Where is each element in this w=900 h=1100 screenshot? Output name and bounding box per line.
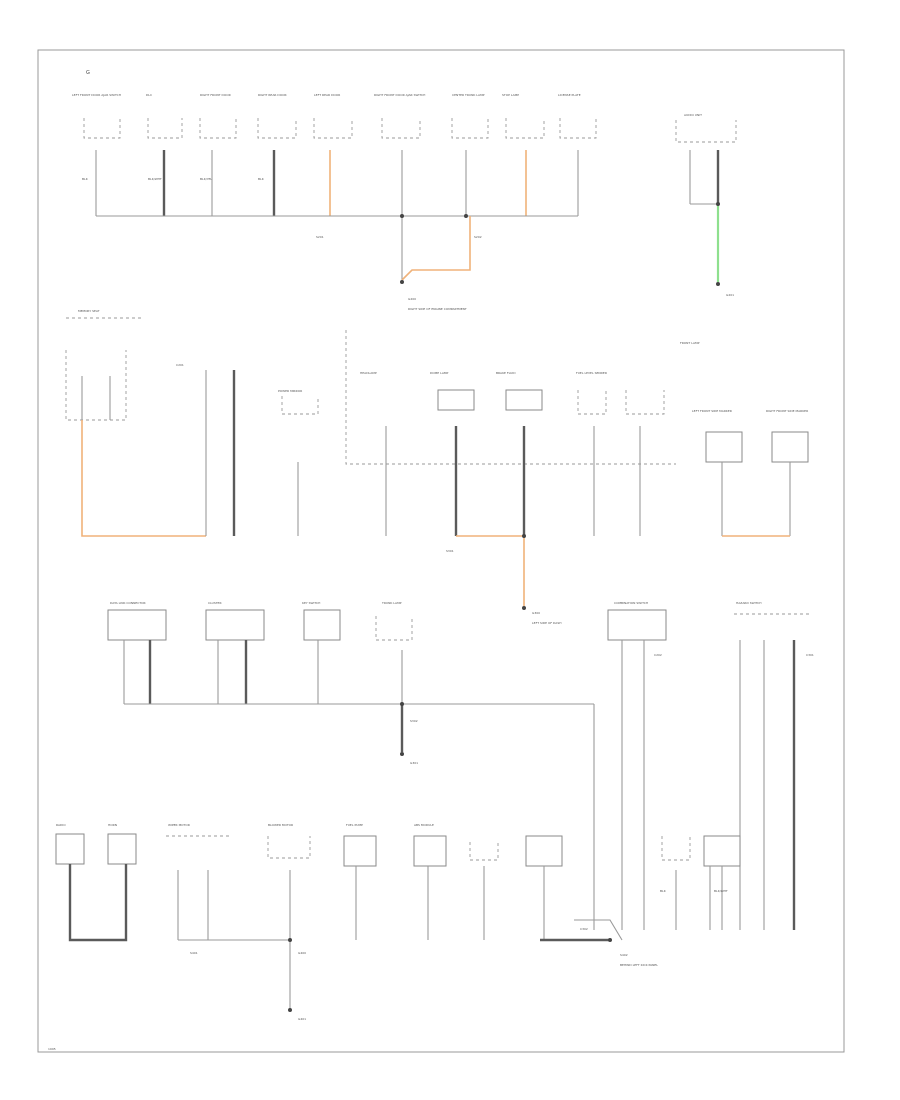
splice-label: S401 (190, 951, 198, 955)
component-label: STOP LAMP (502, 93, 519, 97)
component-label: CLUSTER (208, 601, 222, 605)
ground-label: G300 (532, 611, 540, 615)
component-label: TRUNK LAMP (381, 601, 402, 605)
note-label: BEHIND LEFT KICK PANEL (620, 963, 658, 967)
component-label: MEMORY SEAT (78, 309, 100, 313)
component-label: KEY SWITCH (302, 601, 320, 605)
component-label: ABS MODULE (414, 823, 434, 827)
row3-right-block: COMBINATION SWITCH HAZARD SWITCH C202 C3… (593, 601, 814, 930)
ground-label: G200 (408, 297, 416, 301)
row3-block: DATA LINK CONNECTOR CLUSTER KEY SWITCH T… (107, 601, 594, 765)
component-label: LEFT FRONT SIDE MARKER (692, 409, 732, 413)
page-marker: G (86, 70, 90, 76)
component-label: RIGHT FRONT DOOR (200, 93, 231, 97)
splice-label: S302 (410, 719, 418, 723)
wire-label: BLK (258, 177, 265, 181)
connector-label: C202 (654, 653, 662, 657)
wire-label: BLK/WHT (148, 177, 162, 181)
audio-unit-block: AUDIO UNIT G201 (675, 113, 737, 297)
component-label: BRAKE FLUID (496, 371, 516, 375)
component-label: AUDIO UNIT (684, 113, 702, 117)
row1-wires (95, 150, 579, 284)
splice-label: S201 (316, 235, 324, 239)
splice-label: S202 (474, 235, 482, 239)
splice-label: S301 (446, 549, 454, 553)
component-label: HAZARD SWITCH (736, 601, 762, 605)
row1-labels: BLK BLK/WHT BLK/YEL BLK S201 S202 G200 R… (82, 177, 482, 311)
component-label: RIGHT FRONT DOOR AJAR SWITCH (374, 93, 425, 97)
row2-right-block: LEFT FRONT SIDE MARKER RIGHT FRONT SIDE … (680, 341, 809, 537)
row1-components: LEFT FRONT DOOR AJAR SWITCH DLC RIGHT FR… (72, 93, 581, 97)
component-label: HEADLAMP (360, 371, 377, 375)
note-label: LEFT SIDE OF DASH (532, 621, 561, 625)
component-label: DOME LAMP (430, 371, 448, 375)
component-label: DATA LINK CONNECTOR (110, 601, 146, 605)
row2-center-block: HEADLAMP DOME LAMP BRAKE FLUID FUEL LEVE… (345, 330, 676, 625)
component-label: WIPER MOTOR (168, 823, 190, 827)
component-label: BLOWER MOTOR (268, 823, 293, 827)
connector-label: C302 (580, 927, 588, 931)
component-label: HORN (108, 823, 117, 827)
component-label: FUEL LEVEL SENDER (576, 371, 607, 375)
wire-label: BLK/YEL (200, 177, 212, 181)
component-label: RIGHT FRONT SIDE MARKER (766, 409, 808, 413)
splice-label: S402 (620, 953, 628, 957)
row4-block: RADIO HORN WIPER MOTOR BLOWER MOTOR FUEL… (55, 823, 741, 1021)
component-label: LEFT FRONT DOOR AJAR SWITCH (72, 93, 121, 97)
corner-label: 1995 (48, 1047, 56, 1051)
component-label: RADIO (56, 823, 66, 827)
diagram-frame (37, 49, 845, 1053)
note-label: RIGHT SIDE OF ENGINE COMPARTMENT (408, 307, 467, 311)
component-label: COMBINATION SWITCH (614, 601, 648, 605)
connector-label: C301 (806, 653, 814, 657)
component-label: LEFT REAR DOOR (314, 93, 340, 97)
component-label: POWER MIRROR (278, 389, 302, 393)
ground-label: G301 (410, 761, 418, 765)
wire-label: BLK/WHT (714, 889, 728, 893)
wire-label: BLK (660, 889, 667, 893)
ground-label: G400 (298, 951, 306, 955)
component-label: CENTER TRUNK LAMP (452, 93, 485, 97)
component-label: LICENSE PLATE (558, 93, 581, 97)
wire-label: BLK (82, 177, 89, 181)
ground-label: G401 (298, 1017, 306, 1021)
ground-label: G201 (726, 293, 734, 297)
row2-small-block: POWER MIRROR (278, 389, 319, 536)
row2-left-block: C201 MEMORY SEAT (65, 309, 236, 537)
row1-dashed-components (83, 118, 597, 139)
connector-label: C201 (176, 363, 184, 367)
component-label: FRONT LAMP (680, 341, 700, 345)
component-label: DLC (146, 93, 152, 97)
component-label: FUEL PUMP (346, 823, 363, 827)
component-label: RIGHT REAR DOOR (258, 93, 287, 97)
